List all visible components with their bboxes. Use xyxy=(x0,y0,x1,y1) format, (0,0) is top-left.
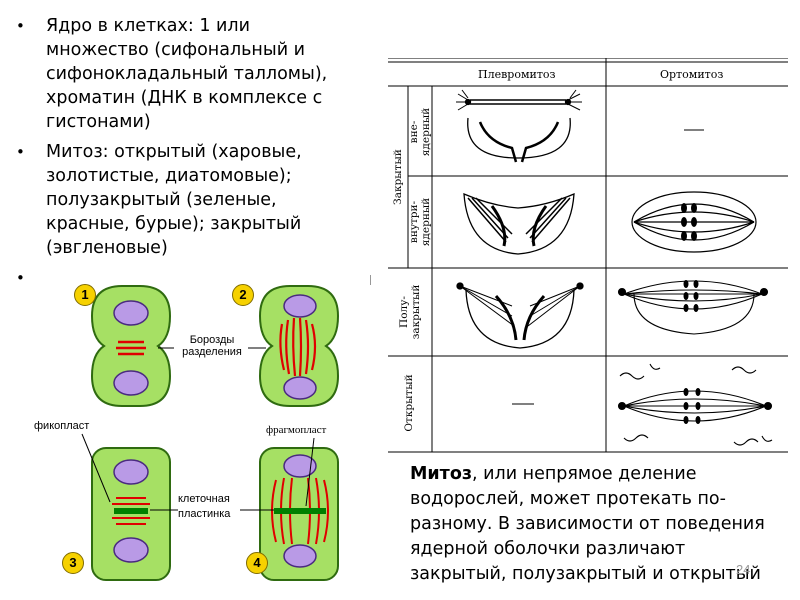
ortho-open-drawing xyxy=(619,364,773,445)
header-orthomitosis: Ортомитоз xyxy=(660,68,723,81)
bullet-marker: • xyxy=(16,140,25,164)
step-number: 4 xyxy=(246,552,268,574)
table-grid xyxy=(388,58,788,456)
cell-2-nucleus-top xyxy=(284,295,316,317)
cell-2-nucleus-bottom xyxy=(284,377,316,399)
bullet-list: • Ядро в клетках: 1 или множество (сифон… xyxy=(14,14,386,266)
mitosis-note: Митоз, или непрямое деление водорослей, … xyxy=(410,462,780,587)
bullet-marker: • xyxy=(16,266,25,290)
label-furrows: Борозды разделения xyxy=(174,334,250,358)
header-pleuromitosis: Плевромитоз xyxy=(478,68,556,81)
step-number: 3 xyxy=(62,552,84,574)
cell-division-figure: 1 2 3 4 Борозды разделения фикопласт фра… xyxy=(30,266,370,600)
step-number: 1 xyxy=(74,284,96,306)
cell-3-nucleus-top xyxy=(114,460,148,484)
cell-4-plate xyxy=(274,508,326,514)
step-number: 2 xyxy=(232,284,254,306)
label-closed-group: Закрытый xyxy=(392,142,406,212)
label-inside-nucleus: внутри- ядерный xyxy=(408,190,432,254)
ortho-semi-drawing xyxy=(619,280,768,334)
mitosis-table: Плевромитоз Ортомитоз Закрытый вне- ядер… xyxy=(388,58,788,456)
cell-3-plate xyxy=(114,508,148,514)
bullet-text: Митоз: открытый (харовые, золотистые, ди… xyxy=(46,140,386,260)
page-number: 24 xyxy=(736,562,750,577)
bullet-marker: • xyxy=(16,14,25,38)
pleuro-inside-drawing xyxy=(464,194,574,254)
cell-1-nucleus-top xyxy=(114,301,148,325)
cell-1-nucleus-bottom xyxy=(114,371,148,395)
label-phycoplast: фикопласт xyxy=(34,420,89,432)
cell-3-nucleus-bottom xyxy=(114,538,148,562)
label-semi-closed: Полу- закрытый xyxy=(398,280,422,344)
bullet-mitosis: • Митоз: открытый (харовые, золотистые, … xyxy=(14,140,386,260)
label-open: Открытый xyxy=(403,373,417,433)
cell-4-nucleus-bottom xyxy=(284,545,316,567)
pleuro-semi-drawing xyxy=(457,283,583,348)
ortho-inside-drawing xyxy=(632,192,756,252)
label-phragmoplast: фрагмопласт xyxy=(266,424,326,436)
note-bold-term: Митоз xyxy=(410,464,472,484)
bullet-text: Ядро в клетках: 1 или множество (сифонал… xyxy=(46,14,386,134)
label-cell-plate: клеточная пластинка xyxy=(178,492,230,522)
label-outside-nucleus: вне- ядерный xyxy=(408,100,432,164)
pleuro-outside-drawing xyxy=(456,90,582,162)
bullet-nucleus: • Ядро в клетках: 1 или множество (сифон… xyxy=(14,14,386,134)
